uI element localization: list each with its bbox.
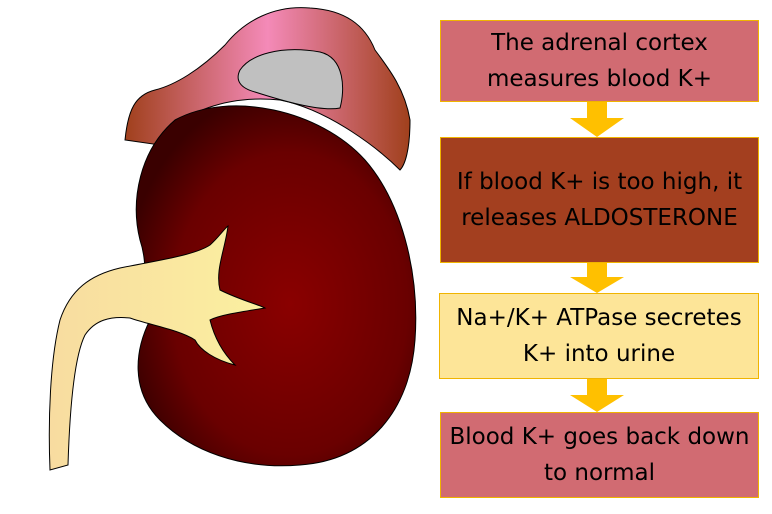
step-text: Na+/K+ ATPase secretes K+ into urine [456, 305, 742, 367]
ureter-pelvis [48, 224, 267, 471]
kidney-illustration [48, 7, 417, 471]
step-text: Blood K+ goes back down to normal [449, 424, 750, 486]
down-arrow-icon [570, 379, 624, 412]
down-arrow-icon [570, 102, 624, 137]
kidney [135, 105, 417, 467]
step-adrenal-measures: The adrenal cortex measures blood K+ [440, 20, 759, 102]
step-atpase-secretes: Na+/K+ ATPase secretes K+ into urine [439, 293, 759, 379]
adrenal-medulla [237, 49, 344, 110]
step-releases-aldosterone: If blood K+ is too high, it releases ALD… [440, 137, 759, 263]
step-text: If blood K+ is too high, it releases ALD… [456, 169, 743, 231]
step-text: The adrenal cortex measures blood K+ [486, 30, 712, 92]
step-back-to-normal: Blood K+ goes back down to normal [440, 412, 759, 498]
down-arrow-icon [570, 263, 624, 293]
